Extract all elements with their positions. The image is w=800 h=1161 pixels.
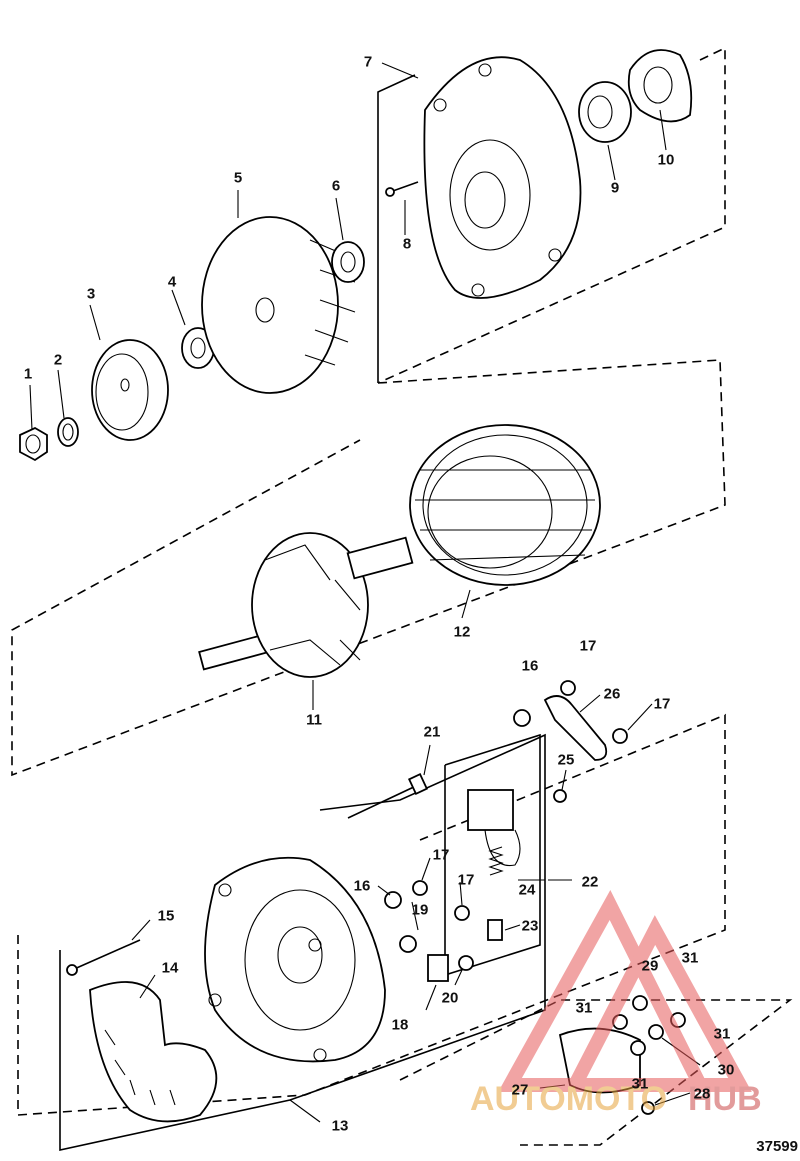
callout-28: 28	[693, 1085, 711, 1103]
stator-part	[409, 424, 601, 586]
callout-11: 11	[306, 711, 322, 729]
callout-24: 24	[518, 881, 536, 899]
fan-part	[201, 216, 356, 394]
callout-14: 14	[161, 959, 179, 977]
callout-18: 18	[391, 1016, 409, 1034]
callout-1: 1	[23, 365, 33, 383]
callout-6: 6	[331, 177, 341, 195]
callout-17b: 17	[653, 695, 671, 713]
through-bolt-part	[66, 939, 141, 976]
callout-20: 20	[441, 989, 459, 1007]
retainer-plate-part	[627, 49, 693, 123]
callout-26: 26	[603, 685, 621, 703]
callout-30: 30	[717, 1061, 735, 1079]
callout-25: 25	[557, 751, 575, 769]
rear-housing-part	[204, 856, 386, 1063]
callout-29: 29	[641, 957, 659, 975]
terminal-part	[427, 954, 449, 982]
callout-13: 13	[331, 1117, 349, 1135]
regulator-enclosure	[399, 999, 793, 1146]
bearing-part	[578, 81, 632, 143]
callout-3: 3	[86, 285, 96, 303]
callout-23: 23	[521, 917, 539, 935]
drive-end-frame-outline	[377, 46, 726, 384]
rotor-stator-enclosure	[11, 359, 726, 777]
link-part	[543, 695, 608, 761]
callout-17c: 17	[432, 846, 450, 864]
nut-part	[19, 426, 48, 462]
pulley-part	[91, 339, 169, 441]
callout-5: 5	[233, 169, 243, 187]
callout-16b: 16	[353, 877, 371, 895]
callout-19: 19	[411, 901, 429, 919]
rectifier-part	[89, 981, 218, 1123]
callout-17d: 17	[457, 871, 475, 889]
callout-16a: 16	[521, 657, 539, 675]
long-bolt-part	[347, 773, 429, 819]
callout-31d: 31	[631, 1075, 649, 1093]
callout-31c: 31	[713, 1025, 731, 1043]
drive-end-housing-part	[423, 56, 582, 299]
callout-12: 12	[453, 623, 471, 641]
figure-number: 37599	[756, 1138, 798, 1155]
spacer-2-part	[331, 241, 365, 283]
lock-washer-part	[57, 417, 79, 447]
callout-31b: 31	[575, 999, 593, 1017]
callout-27: 27	[511, 1081, 529, 1099]
brush-part	[487, 919, 503, 941]
callout-4: 4	[167, 273, 177, 291]
rotor-part	[198, 532, 414, 678]
callout-7: 7	[363, 53, 373, 71]
small-hardware	[384, 680, 628, 971]
callout-9: 9	[610, 179, 620, 197]
screw-part	[385, 181, 419, 197]
callout-31a: 31	[681, 949, 699, 967]
callout-2: 2	[53, 351, 63, 369]
callout-22: 22	[581, 873, 599, 891]
callout-21: 21	[423, 723, 441, 741]
callout-8: 8	[402, 235, 412, 253]
callout-15: 15	[157, 907, 175, 925]
callout-17a: 17	[579, 637, 597, 655]
callout-10: 10	[657, 151, 675, 169]
brush-holder-part	[467, 789, 521, 867]
spring-part	[488, 846, 504, 876]
